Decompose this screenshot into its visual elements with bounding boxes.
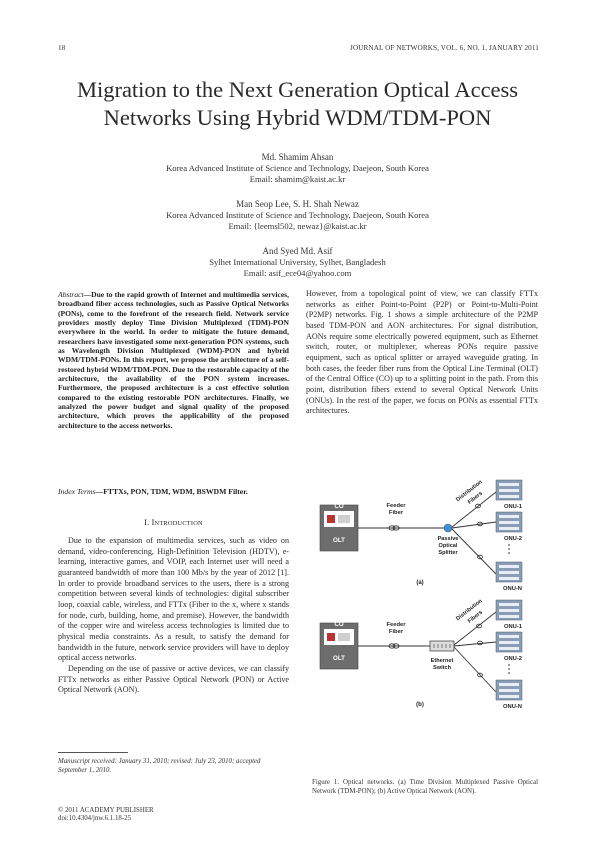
copyright-line: © 2011 ACADEMY PUBLISHER [58, 807, 154, 814]
section-heading: I. INTRODUCTION [58, 518, 289, 527]
author-email: Email: asif_ece04@yahoo.com [243, 268, 352, 278]
co-building-roof-icon [327, 633, 335, 641]
author-email: Email: {leemsl502, newaz}@kaist.ac.kr [228, 221, 367, 231]
onu-building-icon [495, 679, 523, 701]
distribution-fiber-n [451, 528, 497, 575]
abstract-text: —Due to the rapid growth of Internet and… [58, 290, 289, 430]
ellipsis-dot [508, 548, 510, 550]
fiber-coil-icon [477, 672, 483, 678]
ellipsis-dot [508, 672, 510, 674]
ellipsis-dot [508, 664, 510, 666]
index-terms: Index Terms—FTTXs, PON, TDM, WDM, BSWDM … [58, 487, 289, 497]
author-name: Md. Shamim Ahsan [261, 152, 334, 162]
section-number: I. [144, 518, 152, 527]
feeder-label-a: Feeder [386, 503, 406, 509]
fiber-label-a: Fiber [389, 510, 404, 516]
co-label-b: CO [334, 621, 343, 628]
page-number: 18 [58, 44, 66, 52]
index-terms-lead: Index Terms [58, 487, 96, 496]
journal-header: JOURNAL OF NETWORKS, VOL. 6, NO. 1, JANU… [350, 44, 539, 52]
author-email: Email: shamim@kaist.ac.kr [249, 174, 346, 184]
distribution-fiber-n [453, 646, 497, 693]
section-title-rest: NTRODUCTION [154, 520, 203, 527]
abstract-lead: Abstract [58, 290, 84, 299]
fiber-coil-icon [477, 554, 483, 560]
body-left-column: Due to the expansion of multimedia servi… [58, 536, 289, 696]
index-terms-text: —FTTXs, PON, TDM, WDM, BSWDM Filter. [95, 487, 248, 496]
onu-building-icon [495, 561, 523, 583]
onu-1-label-b: ONU-1 [504, 624, 523, 630]
fiber-coil-icon [392, 643, 400, 649]
co-building-roof-icon [327, 515, 335, 523]
olt-label-b: OLT [333, 655, 345, 662]
distribution-fiber-2 [453, 641, 497, 647]
paragraph: Depending on the use of passive or activ… [58, 663, 289, 695]
ellipsis-dot [508, 668, 510, 670]
publisher-info: © 2011 ACADEMY PUBLISHER doi:10.4304/jnw… [58, 807, 154, 824]
title-line-2: Networks Using Hybrid WDM/TDM-PON [103, 105, 492, 130]
paragraph: Due to the expansion of multimedia servi… [58, 536, 289, 663]
co-label-a: CO [334, 503, 343, 510]
onu-building-icon [495, 479, 523, 501]
paper-title: Migration to the Next Generation Optical… [40, 76, 555, 132]
onu-n-label-b: ONU-N [503, 704, 522, 710]
onu-2-label-a: ONU-2 [504, 536, 522, 542]
subfigure-a-label: (a) [416, 580, 423, 586]
feeder-label-b: Feeder [386, 622, 406, 628]
onu-n-label-a: ONU-N [503, 586, 522, 592]
diagram-b: CO OLT Feeder Fiber Ethernet Switch Dist… [319, 598, 523, 710]
author-name: And Syed Md. Asif [262, 246, 333, 256]
passive-label: Passive [438, 536, 459, 542]
figure-1-diagram: CO OLT Feeder Fiber Passive Optical Spli… [319, 479, 523, 710]
manuscript-footnote: Manuscript received: January 31, 2010; r… [58, 758, 261, 774]
fiber-coil-icon [477, 521, 483, 527]
onu-1-label-a: ONU-1 [504, 504, 523, 510]
optical-label: Optical [439, 543, 458, 549]
paragraph: However, from a topological point of vie… [306, 289, 538, 416]
co-building-wall-icon [338, 633, 350, 641]
ellipsis-dot [508, 544, 510, 546]
figure-caption: Figure 1. Optical networks. (a) Time Div… [312, 779, 538, 795]
fiber-coil-icon [392, 525, 400, 531]
switch-label: Switch [433, 665, 452, 671]
doi-line: doi:10.4304/jnw.6.1.18-25 [58, 815, 132, 823]
fiber-coil-icon [476, 623, 482, 629]
author-block-3: And Syed Md. Asif Sylhet International U… [60, 246, 535, 279]
onu-building-icon [495, 599, 523, 621]
subfigure-b-label: (b) [416, 702, 424, 708]
abstract: Abstract—Due to the rapid growth of Inte… [58, 290, 289, 430]
author-affiliation: Sylhet International University, Sylhet,… [209, 257, 386, 267]
distribution-fiber-1 [451, 491, 497, 528]
fiber-coil-icon [388, 525, 396, 531]
author-affiliation: Korea Advanced Institute of Science and … [166, 163, 429, 173]
ethernet-label: Ethernet [431, 658, 454, 664]
fiber-label-b: Fiber [389, 629, 404, 635]
distribution-fiber-1 [453, 611, 497, 646]
fiber-coil-icon [475, 503, 481, 509]
author-block-2: Man Seop Lee, S. H. Shah Newaz Korea Adv… [60, 199, 535, 232]
section-title-cap: I [151, 518, 155, 527]
title-line-1: Migration to the Next Generation Optical… [76, 77, 519, 102]
onu-2-label-b: ONU-2 [504, 656, 522, 662]
author-name: Man Seop Lee, S. H. Shah Newaz [236, 199, 359, 209]
author-affiliation: Korea Advanced Institute of Science and … [166, 210, 429, 220]
body-right-column: However, from a topological point of vie… [306, 289, 538, 417]
passive-splitter-icon [443, 523, 453, 533]
onu-building-icon [495, 511, 523, 533]
splitter-label: Splitter [438, 550, 458, 556]
distribution-fiber-2 [451, 521, 497, 529]
fiber-coil-icon [388, 643, 396, 649]
ellipsis-dot [508, 552, 510, 554]
footnote-divider [58, 752, 128, 753]
fiber-coil-icon [477, 640, 483, 646]
onu-building-icon [495, 631, 523, 653]
diagram-a: CO OLT Feeder Fiber Passive Optical Spli… [319, 479, 523, 592]
author-block-1: Md. Shamim Ahsan Korea Advanced Institut… [60, 152, 535, 185]
olt-label-a: OLT [333, 537, 345, 544]
co-building-wall-icon [338, 515, 350, 523]
